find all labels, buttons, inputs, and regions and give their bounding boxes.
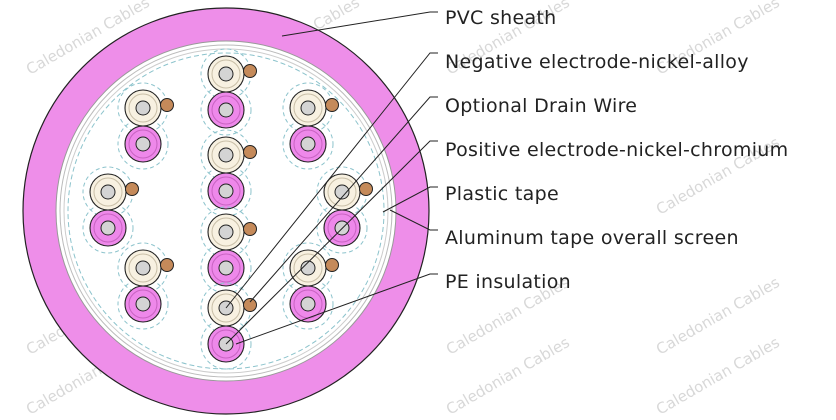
pair-screen-bottom	[282, 118, 334, 170]
label-pvc-sheath: PVC sheath	[445, 7, 557, 29]
negative-conductor	[135, 260, 151, 276]
positive-conductor	[135, 136, 151, 152]
negative-core-ring	[211, 217, 241, 247]
pair-screen-bottom	[200, 318, 252, 370]
leader-aluminum-screen	[389, 209, 438, 231]
negative-conductor	[100, 184, 116, 200]
label-aluminum-screen: Aluminum tape overall screen	[445, 227, 739, 249]
negative-core-ring	[128, 93, 158, 123]
leader-pvc-sheath	[281, 11, 438, 37]
drain-wire	[125, 182, 139, 196]
plastic-tape-ring-2	[63, 48, 389, 374]
pair-5	[82, 166, 139, 254]
leader-drain-wire	[249, 96, 438, 303]
leader-negative-electrode	[225, 52, 438, 309]
negative-conductor	[300, 260, 316, 276]
negative-core-ring	[211, 59, 241, 89]
positive-conductor	[135, 296, 151, 312]
negative-core-ring	[211, 293, 241, 323]
negative-core-ring	[93, 177, 123, 207]
positive-core-ring	[211, 329, 241, 359]
pair-screen-bottom	[117, 118, 169, 170]
negative-core-ring	[128, 253, 158, 283]
leader-lines	[225, 11, 438, 345]
positive-core-ring	[211, 95, 241, 125]
drain-wire	[160, 98, 174, 112]
leader-pe-insulation	[235, 273, 438, 345]
positive-conductor	[100, 220, 116, 236]
pair-screen-bottom	[200, 84, 252, 136]
pair-screen-bottom	[117, 278, 169, 330]
pair-screen-bottom	[82, 202, 134, 254]
pair-3	[282, 82, 339, 170]
negative-conductor	[300, 100, 316, 116]
positive-conductor	[300, 296, 316, 312]
positive-conductor	[218, 260, 234, 276]
negative-core-ring	[293, 93, 323, 123]
positive-core-ring	[128, 289, 158, 319]
negative-core-ring	[293, 253, 323, 283]
positive-core-ring	[128, 129, 158, 159]
positive-conductor	[300, 136, 316, 152]
drain-wire	[243, 222, 257, 236]
callout-labels: PVC sheath Negative electrode-nickel-all…	[445, 7, 788, 293]
positive-core-ring	[211, 176, 241, 206]
label-positive-electrode: Positive electrode-nickel-chromium	[445, 139, 788, 161]
pair-screen-bottom	[200, 165, 252, 217]
positive-core-ring	[327, 213, 357, 243]
positive-core-ring	[93, 213, 123, 243]
positive-core-ring	[211, 253, 241, 283]
positive-core-ring	[293, 129, 323, 159]
label-plastic-tape: Plastic tape	[445, 183, 559, 205]
pair-7	[200, 206, 257, 294]
negative-conductor	[334, 184, 350, 200]
drain-wire	[325, 258, 339, 272]
leader-plastic-tape	[382, 186, 438, 213]
negative-core-ring	[211, 140, 241, 170]
negative-conductor	[218, 224, 234, 240]
pair-1	[200, 48, 257, 136]
label-negative-electrode: Negative electrode-nickel-alloy	[445, 51, 749, 73]
negative-conductor	[218, 66, 234, 82]
drain-wire	[243, 145, 257, 159]
pair-screen-bottom	[316, 202, 368, 254]
positive-conductor	[218, 183, 234, 199]
drain-wire	[160, 258, 174, 272]
negative-conductor	[135, 100, 151, 116]
pair-screen-bottom	[282, 278, 334, 330]
pair-9	[282, 242, 339, 330]
positive-conductor	[218, 102, 234, 118]
pair-4	[200, 129, 257, 217]
drain-wire	[243, 298, 257, 312]
leader-positive-electrode	[225, 140, 438, 345]
label-pe-insulation: PE insulation	[445, 271, 571, 293]
pair-screen-bottom	[200, 242, 252, 294]
pair-2	[117, 82, 174, 170]
negative-core-ring	[327, 177, 357, 207]
twisted-pairs	[82, 48, 373, 370]
label-drain-wire: Optional Drain Wire	[445, 95, 637, 117]
negative-conductor	[218, 147, 234, 163]
drain-wire	[359, 182, 373, 196]
pair-8	[117, 242, 174, 330]
drain-wire	[243, 64, 257, 78]
drain-wire	[325, 98, 339, 112]
